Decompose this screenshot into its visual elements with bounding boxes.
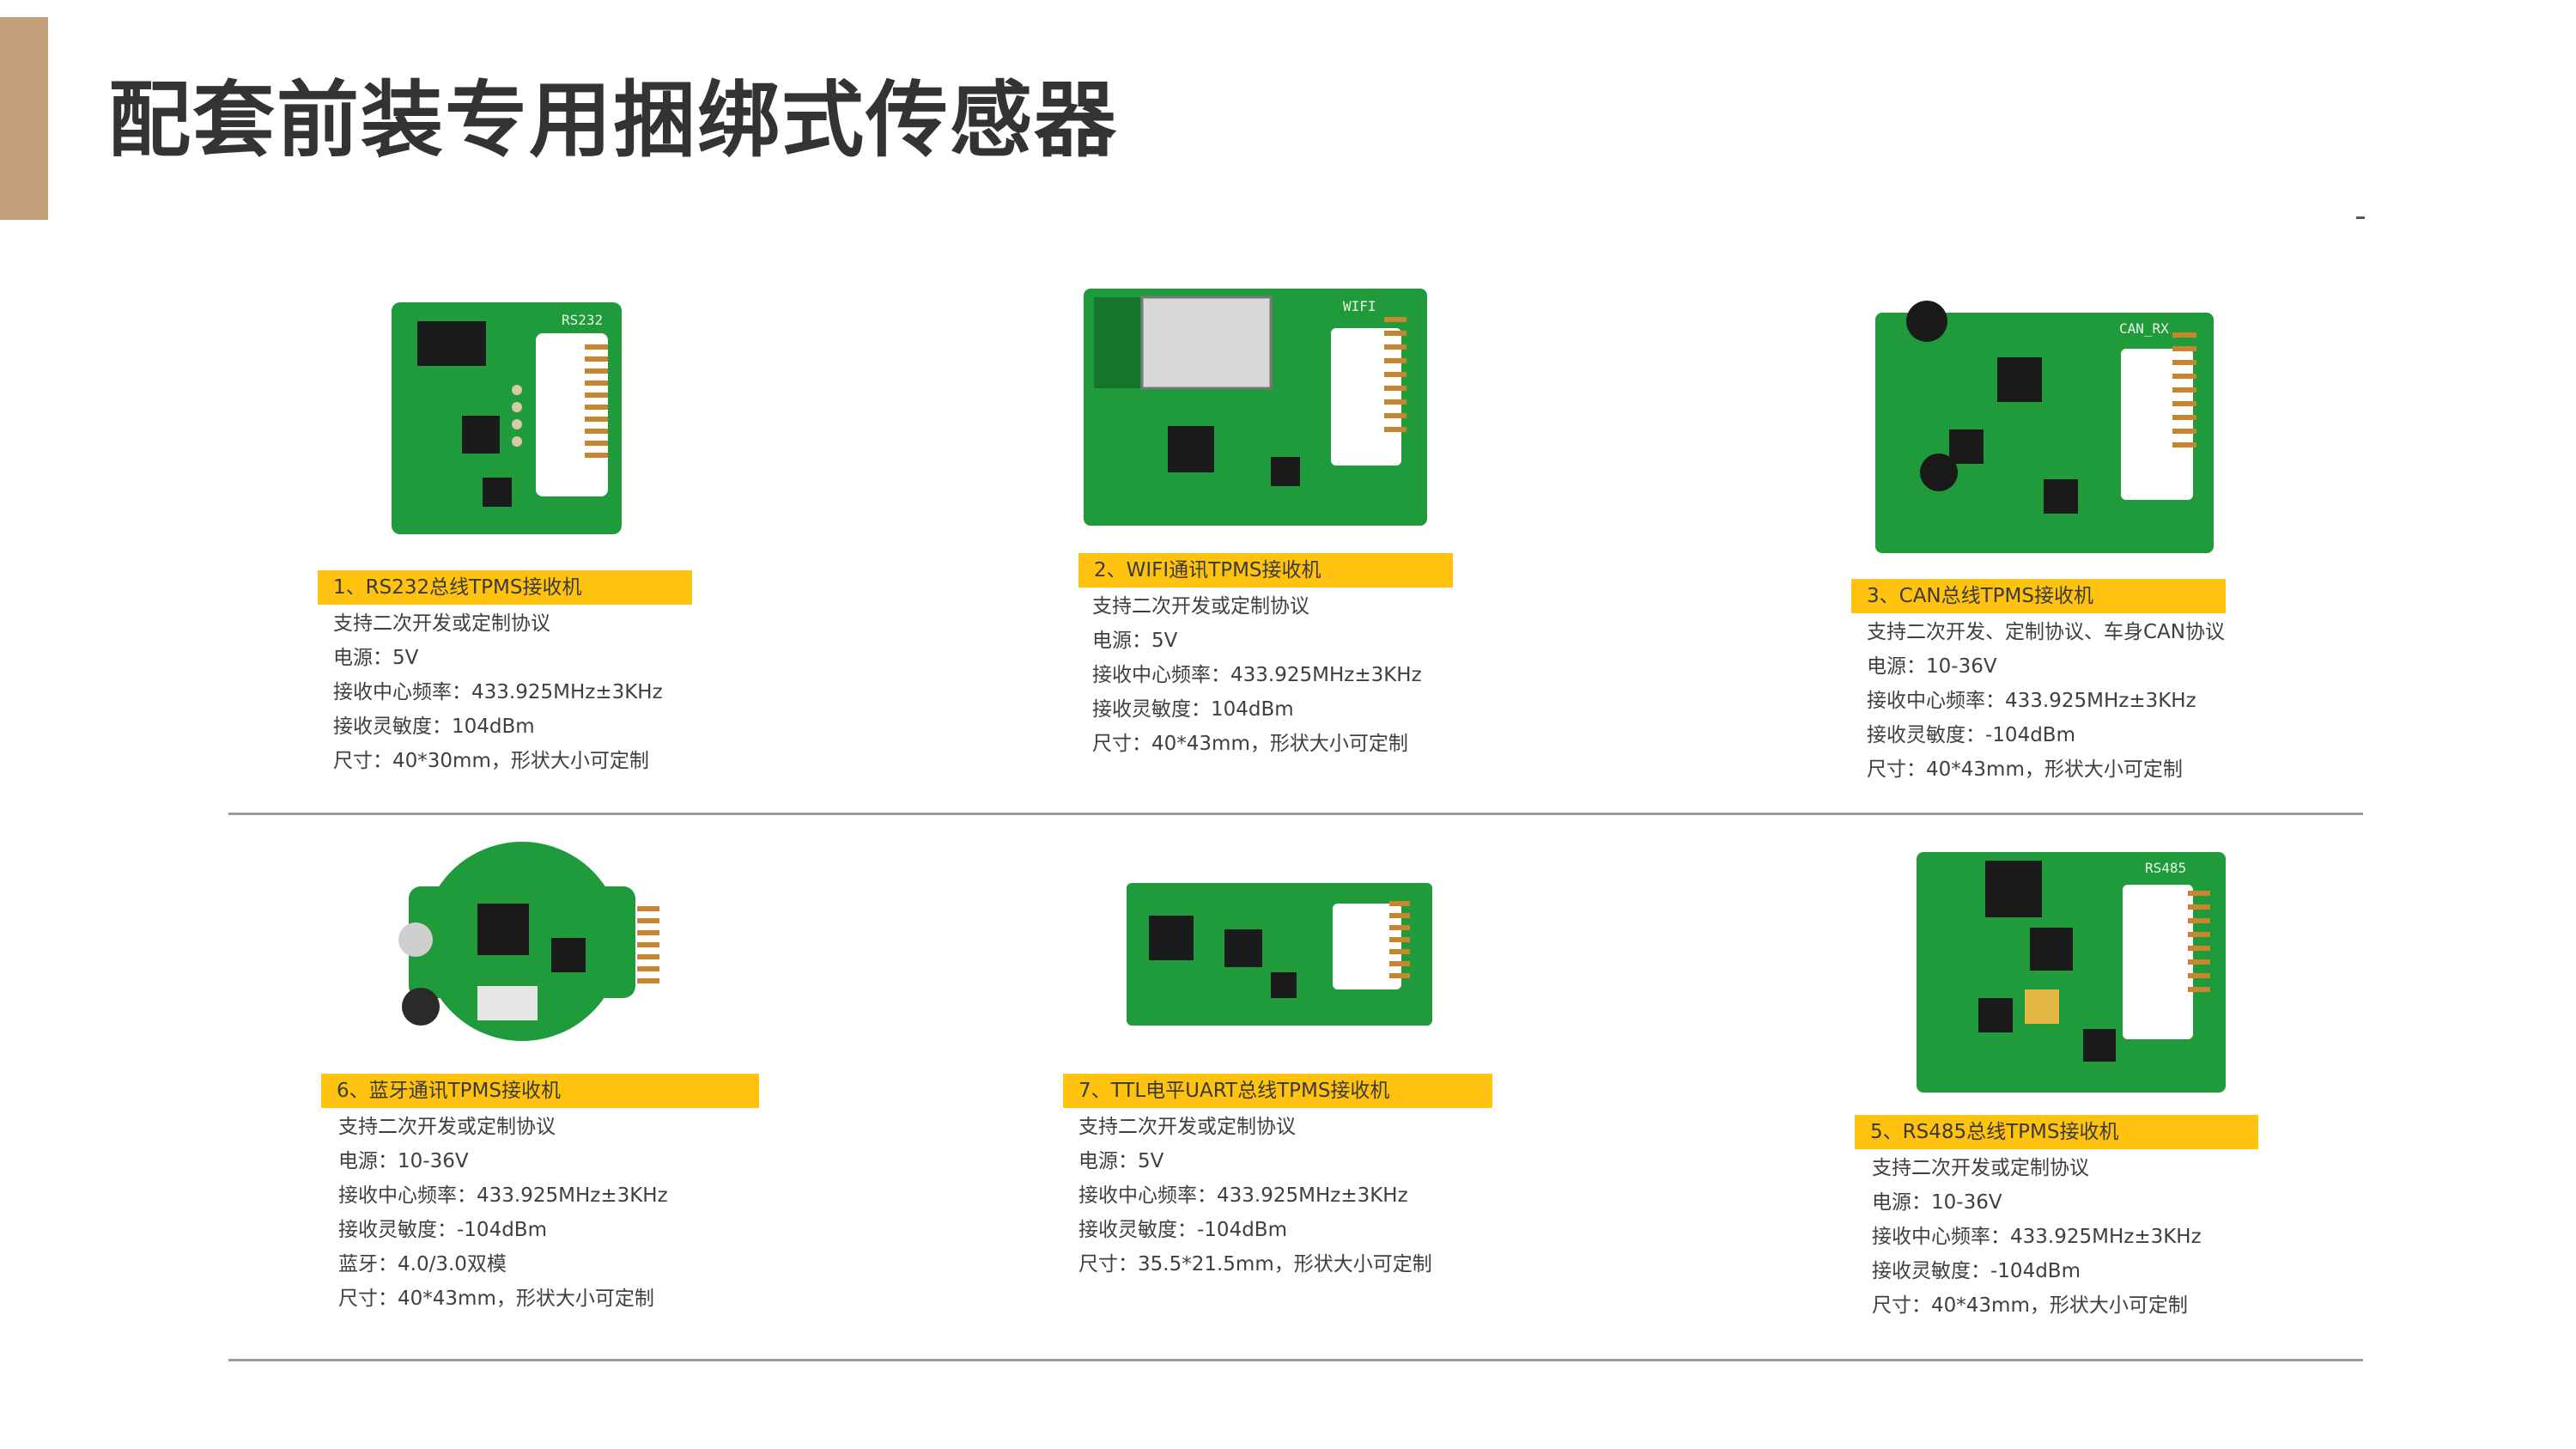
row-divider <box>228 813 2363 815</box>
spec-frequency: 接收中心频率：433.925MHz±3KHz <box>1078 1184 1408 1207</box>
ttl-uart-receiver-board-image <box>1127 883 1432 1026</box>
spec-frequency: 接收中心频率：433.925MHz±3KHz <box>1092 664 1422 686</box>
spec-frequency: 接收中心频率：433.925MHz±3KHz <box>333 681 663 703</box>
page-title: 配套前装专用捆绑式传感器 <box>108 72 1118 168</box>
board-silkscreen-label: RS485 <box>2145 860 2186 876</box>
spec-frequency: 接收中心频率：433.925MHz±3KHz <box>338 1184 668 1207</box>
spec-size: 尺寸：40*43mm，形状大小可定制 <box>338 1288 654 1310</box>
product-title: 1、RS232总线TPMS接收机 <box>318 570 692 605</box>
spec-list: 支持二次开发或定制协议 电源：5V 接收中心频率：433.925MHz±3KHz… <box>1078 1110 1432 1282</box>
spec-protocol: 支持二次开发或定制协议 <box>338 1116 556 1138</box>
board-silkscreen-label: WIFI <box>1343 298 1376 314</box>
product-title: 6、蓝牙通讯TPMS接收机 <box>321 1074 759 1108</box>
spec-size: 尺寸：40*43mm，形状大小可定制 <box>1092 733 1408 755</box>
can-receiver-board-image: CAN_RX <box>1875 301 2214 553</box>
spec-protocol: 支持二次开发或定制协议 <box>1078 1116 1296 1138</box>
spec-sensitivity: 接收灵敏度：104dBm <box>1092 698 1294 721</box>
spec-list: 支持二次开发或定制协议 电源：10-36V 接收中心频率：433.925MHz±… <box>1872 1151 2202 1323</box>
spec-power: 电源：10-36V <box>1872 1191 2002 1214</box>
spec-protocol: 支持二次开发或定制协议 <box>1872 1157 2089 1179</box>
product-title: 3、CAN总线TPMS接收机 <box>1851 579 2226 613</box>
board-silkscreen-label: CAN_RX <box>2119 320 2169 337</box>
spec-bluetooth: 蓝牙：4.0/3.0双模 <box>338 1253 507 1275</box>
spec-size: 尺寸：35.5*21.5mm，形状大小可定制 <box>1078 1253 1432 1275</box>
spec-size: 尺寸：40*43mm，形状大小可定制 <box>1872 1294 2188 1317</box>
spec-sensitivity: 接收灵敏度：-104dBm <box>338 1219 547 1241</box>
corner-mark <box>2356 216 2365 219</box>
product-title: 5、RS485总线TPMS接收机 <box>1855 1115 2258 1149</box>
spec-size: 尺寸：40*43mm，形状大小可定制 <box>1867 758 2183 781</box>
rs232-receiver-board-image: RS232 <box>392 302 622 534</box>
spec-sensitivity: 接收灵敏度：-104dBm <box>1872 1260 2081 1282</box>
spec-frequency: 接收中心频率：433.925MHz±3KHz <box>1872 1226 2202 1248</box>
spec-list: 支持二次开发或定制协议 电源：10-36V 接收中心频率：433.925MHz±… <box>338 1110 668 1316</box>
spec-sensitivity: 接收灵敏度：-104dBm <box>1078 1219 1287 1241</box>
spec-list: 支持二次开发或定制协议 电源：5V 接收中心频率：433.925MHz±3KHz… <box>1092 589 1422 761</box>
spec-sensitivity: 接收灵敏度：104dBm <box>333 715 535 738</box>
spec-list: 支持二次开发、定制协议、车身CAN协议 电源：10-36V 接收中心频率：433… <box>1867 615 2225 787</box>
spec-power: 电源：5V <box>1078 1150 1164 1172</box>
spec-power: 电源：5V <box>1092 630 1178 652</box>
product-title: 7、TTL电平UART总线TPMS接收机 <box>1063 1074 1492 1108</box>
spec-frequency: 接收中心频率：433.925MHz±3KHz <box>1867 690 2196 712</box>
title-accent-bar <box>0 17 48 220</box>
spec-sensitivity: 接收灵敏度：-104dBm <box>1867 724 2075 746</box>
rs485-receiver-board-image: RS485 <box>1917 852 2226 1093</box>
spec-protocol: 支持二次开发或定制协议 <box>1092 595 1309 618</box>
spec-size: 尺寸：40*30mm，形状大小可定制 <box>333 750 649 772</box>
board-silkscreen-label: RS232 <box>562 312 603 328</box>
bluetooth-receiver-board-image <box>398 842 659 1041</box>
spec-power: 电源：10-36V <box>338 1150 469 1172</box>
spec-protocol: 支持二次开发或定制协议 <box>333 612 550 635</box>
product-title: 2、WIFI通讯TPMS接收机 <box>1078 553 1453 588</box>
row-divider <box>228 1359 2363 1361</box>
spec-power: 电源：10-36V <box>1867 655 1997 678</box>
spec-list: 支持二次开发或定制协议 电源：5V 接收中心频率：433.925MHz±3KHz… <box>333 606 663 778</box>
spec-power: 电源：5V <box>333 647 419 669</box>
wifi-receiver-board-image: WIFI <box>1084 289 1427 526</box>
spec-protocol: 支持二次开发、定制协议、车身CAN协议 <box>1867 621 2225 643</box>
